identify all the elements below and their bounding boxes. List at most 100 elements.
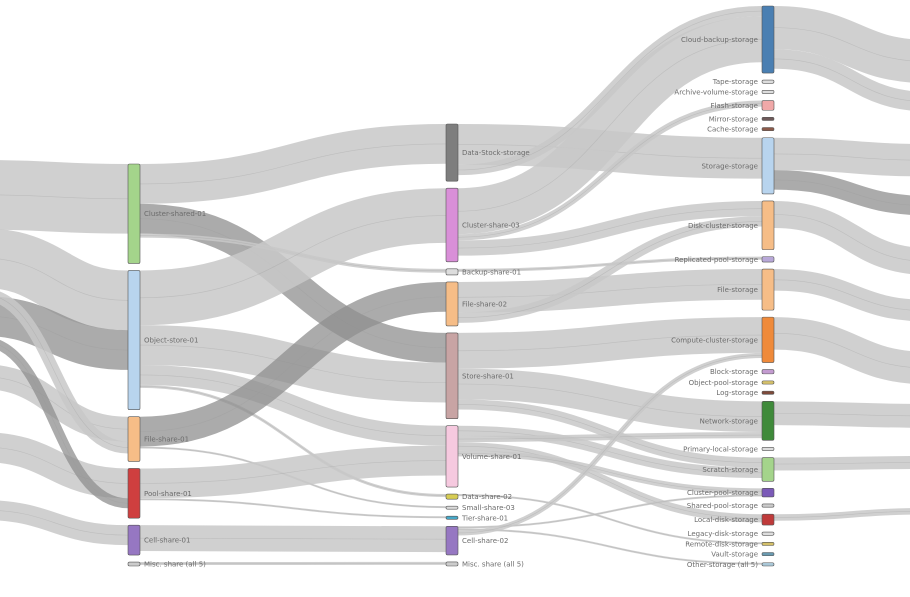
sankey-node[interactable]: Cluster-pool-storage [687, 488, 775, 498]
sankey-node-bar[interactable] [127, 524, 141, 556]
sankey-node-bar[interactable] [445, 425, 459, 488]
sankey-node-bar[interactable] [127, 416, 141, 462]
sankey-link-edge [773, 333, 910, 368]
sankey-node-label: File-share-02 [462, 300, 507, 308]
sankey-node-bar[interactable] [761, 268, 775, 311]
sankey-node-bar[interactable] [445, 505, 459, 510]
sankey-node-bar[interactable] [127, 270, 141, 410]
sankey-link-edge [457, 221, 763, 319]
sankey-node-bar[interactable] [761, 390, 775, 395]
sankey-node[interactable]: Compute-cluster-storage [671, 316, 775, 363]
sankey-node[interactable]: Archive-volume-storage [674, 88, 775, 96]
sankey-node[interactable]: Shared-pool-storage [687, 502, 775, 510]
sankey-node-bar[interactable] [761, 116, 775, 121]
sankey-node[interactable]: Data-share-02 [445, 493, 512, 501]
sankey-link-edge [139, 374, 447, 436]
sankey-node-bar[interactable] [761, 457, 775, 482]
sankey-node[interactable]: Network-storage [700, 401, 775, 441]
sankey-node-label: Network-storage [700, 417, 758, 425]
sankey-node-bar[interactable] [761, 531, 775, 536]
sankey-node-bar[interactable] [445, 123, 459, 182]
sankey-link-edge [0, 316, 129, 351]
sankey-node[interactable]: Small-share-03 [445, 504, 515, 512]
sankey-node-label: Cluster-shared-01 [144, 210, 206, 218]
sankey-node-bar[interactable] [761, 380, 775, 385]
sankey-node-label: Object-store-01 [144, 337, 198, 345]
sankey-node-bar[interactable] [445, 187, 459, 263]
sankey-node[interactable]: Object-pool-storage [689, 379, 775, 387]
sankey-node[interactable]: Cluster-shared-01 [127, 163, 206, 264]
sankey-node-bar[interactable] [761, 503, 775, 508]
sankey-node[interactable]: Cloud-backup-storage [681, 5, 775, 74]
sankey-node-bar[interactable] [445, 493, 459, 500]
sankey-node-bar[interactable] [761, 256, 775, 263]
sankey-node[interactable]: Local-disk-storage [694, 513, 775, 526]
sankey-node[interactable]: Tier-share-01 [445, 514, 508, 522]
sankey-node[interactable]: Vault-storage [711, 551, 775, 559]
sankey-node-bar[interactable] [127, 468, 141, 519]
sankey-node-bar[interactable] [445, 525, 459, 556]
sankey-node[interactable]: Disk-cluster-storage [688, 200, 775, 250]
sankey-link [0, 291, 129, 454]
sankey-node-bar[interactable] [445, 268, 459, 276]
sankey-node-bar[interactable] [761, 316, 775, 363]
sankey-node[interactable]: Cluster-share-03 [445, 187, 520, 263]
sankey-node[interactable]: File-share-01 [127, 416, 189, 462]
sankey-node-bar[interactable] [761, 200, 775, 250]
sankey-node[interactable]: Cache-storage [707, 126, 775, 134]
sankey-node[interactable]: Log-storage [716, 389, 775, 397]
sankey-link [773, 49, 910, 111]
sankey-node[interactable]: File-storage [717, 268, 775, 311]
sankey-node-bar[interactable] [761, 446, 775, 451]
sankey-node[interactable]: Mirror-storage [709, 115, 775, 123]
sankey-node-bar[interactable] [761, 89, 775, 94]
sankey-node[interactable]: Cell-share-01 [127, 524, 190, 556]
sankey-node-label: Log-storage [716, 389, 758, 397]
sankey-node-bar[interactable] [761, 401, 775, 441]
sankey-node[interactable]: Data-Stock-storage [445, 123, 530, 182]
sankey-node-bar[interactable] [761, 127, 775, 132]
sankey-node-bar[interactable] [761, 541, 775, 546]
sankey-node[interactable]: Legacy-disk-storage [688, 530, 775, 538]
sankey-node-bar[interactable] [761, 79, 775, 84]
sankey-node-bar[interactable] [761, 562, 775, 567]
sankey-node[interactable]: Other-storage (all 5) [687, 561, 775, 569]
sankey-node[interactable]: Object-store-01 [127, 270, 198, 410]
sankey-node[interactable]: Store-share-01 [445, 332, 514, 420]
sankey-link [457, 317, 763, 369]
sankey-node[interactable]: Backup-share-01 [445, 268, 521, 276]
sankey-node-bar[interactable] [445, 281, 459, 327]
sankey-node[interactable]: Misc. share (all 5) [127, 561, 206, 569]
sankey-node[interactable]: Block-storage [710, 368, 775, 376]
sankey-node-label: Cache-storage [707, 126, 758, 134]
sankey-node[interactable]: Storage-storage [701, 137, 775, 195]
sankey-node-bar[interactable] [127, 163, 141, 264]
sankey-link-edge [773, 58, 910, 101]
sankey-node[interactable]: Volume-share-01 [445, 425, 521, 488]
sankey-link [139, 384, 447, 498]
sankey-node-label: Disk-cluster-storage [688, 222, 758, 230]
sankey-node[interactable]: Tape-storage [712, 78, 775, 86]
sankey-link [457, 450, 763, 495]
sankey-node-bar[interactable] [761, 552, 775, 557]
sankey-node[interactable]: Replicated-pool-storage [675, 256, 775, 264]
sankey-node-bar[interactable] [761, 137, 775, 195]
sankey-node-bar[interactable] [445, 515, 459, 520]
sankey-node[interactable]: Primary-local-storage [683, 445, 775, 453]
sankey-node-bar[interactable] [127, 561, 141, 567]
sankey-node-bar[interactable] [761, 100, 775, 111]
sankey-node-bar[interactable] [761, 5, 775, 74]
sankey-node-bar[interactable] [761, 488, 775, 498]
sankey-node[interactable]: Pool-share-01 [127, 468, 192, 519]
sankey-node[interactable]: Cell-share-02 [445, 525, 508, 556]
sankey-node[interactable]: Flash-storage [711, 100, 775, 111]
sankey-node-bar[interactable] [761, 369, 775, 375]
sankey-node-bar[interactable] [761, 513, 775, 526]
sankey-node-bar[interactable] [445, 561, 459, 567]
sankey-node-label: File-storage [717, 286, 758, 294]
sankey-node[interactable]: Misc. share (all 5) [445, 560, 524, 568]
sankey-node-bar[interactable] [445, 332, 459, 420]
sankey-node[interactable]: Scratch-storage [702, 457, 775, 482]
sankey-node[interactable]: Remote-disk-storage [685, 540, 775, 548]
sankey-node[interactable]: File-share-02 [445, 281, 507, 327]
